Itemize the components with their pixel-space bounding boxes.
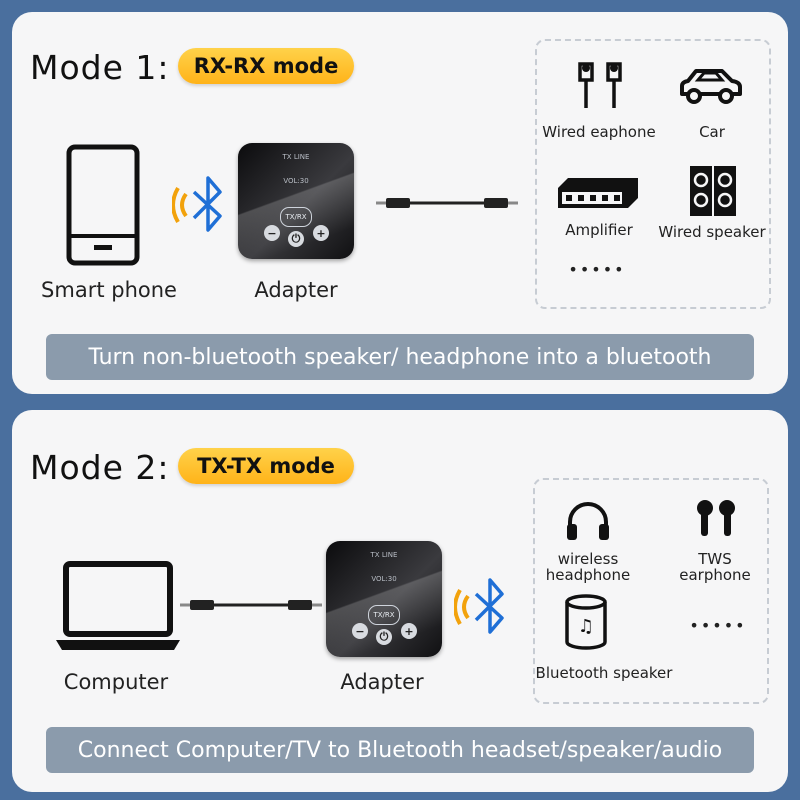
adapter-txrx-button: TX/RX [280,207,312,227]
device-label-bluetooth-speaker: Bluetooth speaker [535,664,673,682]
aux-cable-icon [180,600,322,610]
adapter-plus-button: + [401,623,417,639]
mode1-source-label: Smart phone [41,278,177,302]
mode2-badge: TX-TX mode [178,448,354,484]
device-label-car: Car [699,123,725,141]
tws-earbuds-icon [697,500,735,536]
car-icon [680,69,742,104]
adapter-power-button: ⏻ [288,231,304,247]
mode2-banner: Connect Computer/TV to Bluetooth headset… [46,727,754,773]
more-devices-dots: ••••• [689,616,747,635]
mode2-devices-box [533,478,769,704]
adapter-device: TX LINE VOL:30 TX/RX − ⏻ + [238,143,354,259]
device-label-wired-earphone: Wired eaphone [542,123,656,141]
adapter-minus-button: − [352,623,368,639]
laptop-icon [56,561,180,650]
speaker-icon [690,166,736,216]
mode1-banner: Turn non-bluetooth speaker/ headphone in… [46,334,754,380]
wired-earphone-icon [578,62,622,108]
bluetooth-speaker-icon: ♫ [565,594,607,650]
adapter-plus-button: + [313,225,329,241]
adapter-txrx-button: TX/RX [368,605,400,625]
mode1-badge: RX-RX mode [178,48,354,84]
bluetooth-icon [172,176,222,232]
adapter-minus-button: − [264,225,280,241]
aux-cable-icon [376,198,518,208]
svg-text:♫: ♫ [578,616,594,637]
mode2-panel: Mode 2: TX-TX mode Computer TX LINE VOL:… [12,410,788,792]
adapter-power-button: ⏻ [376,629,392,645]
mode2-title: Mode 2: [30,448,170,487]
headphone-icon [567,502,609,540]
adapter-volume-text: VOL:30 [283,177,309,185]
smartphone-icon [66,144,140,266]
mode1-panel: Mode 1: RX-RX mode Smart phone TX LINE V… [12,12,788,394]
adapter-volume-text: VOL:30 [371,575,397,583]
mode1-adapter-label: Adapter [254,278,338,302]
adapter-device: TX LINE VOL:30 TX/RX − ⏻ + [326,541,442,657]
device-label-wired-speaker: Wired speaker [658,223,766,241]
mode2-adapter-label: Adapter [340,670,424,694]
bluetooth-icon [454,578,504,634]
adapter-screen-text: TX LINE [282,153,310,161]
adapter-screen-text: TX LINE [370,551,398,559]
mode1-devices-box [535,39,771,309]
amplifier-icon [558,178,638,208]
mode1-title: Mode 1: [30,48,170,87]
more-devices-dots: ••••• [568,260,626,279]
mode2-source-label: Computer [63,670,169,694]
device-label-amplifier: Amplifier [565,221,633,239]
